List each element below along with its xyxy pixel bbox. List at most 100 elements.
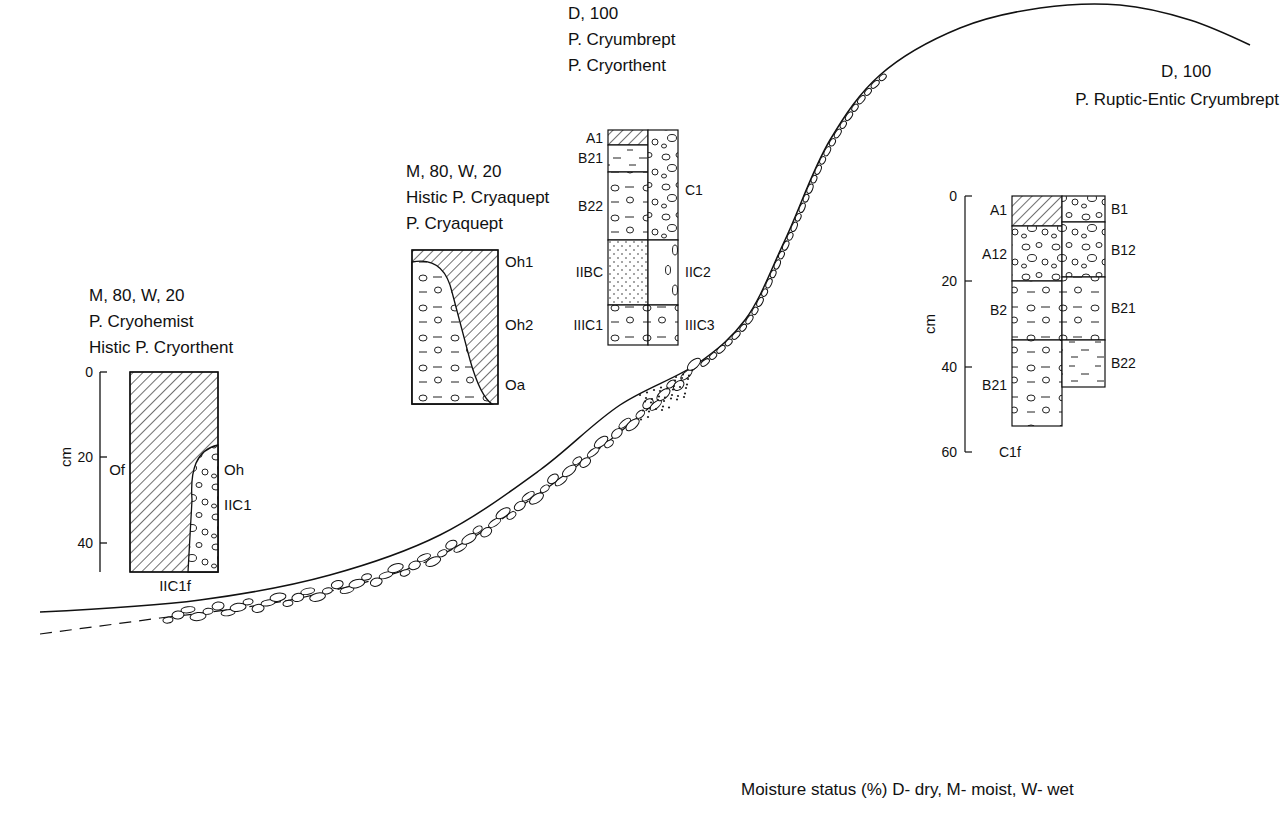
stipple-dot (660, 386, 662, 388)
soil-label: A1 (585, 130, 604, 146)
stone (330, 579, 344, 590)
soil-label: C1 (684, 182, 704, 198)
stipple-dot (645, 397, 647, 399)
illustration-rect (1012, 226, 1062, 281)
stone (781, 240, 790, 251)
stone (560, 463, 578, 479)
stipple-dot (666, 387, 668, 389)
soil-label: Oa (504, 376, 526, 393)
soil-label: P. Cryaquept (405, 214, 504, 234)
stipple-dot (668, 406, 670, 408)
soil-label: P. Cryohemist (88, 312, 195, 332)
stone (539, 483, 551, 494)
stone (851, 103, 860, 113)
stipple-dot (661, 409, 663, 411)
stipple-dot (644, 400, 646, 402)
soil-label: 0 (84, 364, 94, 380)
illustration-rect (648, 240, 678, 305)
substratum-line (40, 618, 160, 634)
soil-label: 40 (76, 535, 94, 551)
illustration-rect (1012, 281, 1062, 340)
stone (744, 314, 754, 325)
stone (786, 232, 794, 241)
stone (765, 278, 774, 289)
stone (810, 174, 818, 183)
stone (773, 259, 782, 270)
illustration-rect (130, 372, 218, 572)
illustration-rect (1062, 196, 1105, 222)
stipple-dot (655, 408, 657, 410)
stone (655, 386, 672, 402)
illustration-line (100, 542, 107, 543)
illustration-rect (608, 130, 648, 145)
stone (794, 213, 802, 222)
stone (610, 427, 624, 441)
stone (863, 87, 872, 96)
stipple-dot (679, 386, 681, 388)
stone (731, 330, 742, 341)
soil-label: P. Cryorthent (567, 56, 667, 76)
illustration-path (188, 445, 218, 572)
stone (269, 592, 286, 603)
illustration-line (965, 280, 972, 281)
stipple-dot (674, 379, 676, 381)
illustration-rect (608, 172, 648, 240)
illustration-rect (1062, 340, 1105, 387)
illustration-line (965, 195, 972, 196)
soil-profile (412, 250, 498, 404)
soil-label: IIIC3 (684, 317, 716, 333)
soil-label: cm (921, 313, 938, 335)
illustration-line (100, 456, 107, 457)
illustration-line (100, 371, 107, 372)
stipple-dot (675, 376, 677, 378)
stone (755, 296, 764, 307)
stone (798, 202, 807, 213)
stipple-dot (663, 400, 665, 402)
stone (181, 606, 196, 614)
illustration-rect (1062, 222, 1105, 277)
soil-label: B2 (989, 302, 1008, 318)
illustration-rect (648, 130, 678, 240)
stone (708, 351, 717, 360)
stipple-dot (639, 394, 641, 396)
stipple-dot (687, 378, 689, 380)
stipple-dot (672, 388, 674, 390)
soil-profile (608, 130, 678, 345)
soil-label: Histic P. Cryorthent (88, 338, 234, 358)
illustration-rect (648, 305, 678, 345)
stone (823, 146, 832, 157)
stipple-dot (648, 410, 650, 412)
illustration-line (99, 372, 100, 572)
illustration-line (964, 196, 965, 452)
stipple-dot (646, 391, 648, 393)
soil-profile (965, 196, 1105, 452)
illustration-rect (608, 305, 648, 345)
soil-label: 20 (940, 273, 958, 289)
stone (603, 438, 615, 449)
stipple-dot (683, 396, 685, 398)
illustration-line (965, 366, 972, 367)
stone (361, 573, 372, 581)
stipple-dot (676, 398, 678, 400)
soil-label: C1f (998, 444, 1022, 460)
soil-label: Oh1 (504, 253, 534, 270)
stone (635, 409, 647, 420)
stone (814, 164, 823, 175)
stone (839, 120, 848, 130)
stipple-dot (647, 416, 649, 418)
caption: Moisture status (%) D- dry, M- moist, W-… (740, 780, 1075, 800)
soil-label: IIC2 (684, 264, 712, 280)
stone (739, 323, 748, 332)
stone (716, 344, 727, 355)
illustration-rect (1062, 277, 1105, 340)
soil-label: P. Ruptic-Entic Cryumbrept (1074, 90, 1280, 110)
stipple-dot (685, 387, 687, 389)
stipple-dot (682, 373, 684, 375)
stipple-dot (686, 383, 688, 385)
stone (802, 194, 810, 203)
soil-label: Of (108, 461, 126, 478)
stone (203, 608, 214, 615)
guide-path (700, 28, 960, 362)
illustration-rect (608, 145, 648, 172)
